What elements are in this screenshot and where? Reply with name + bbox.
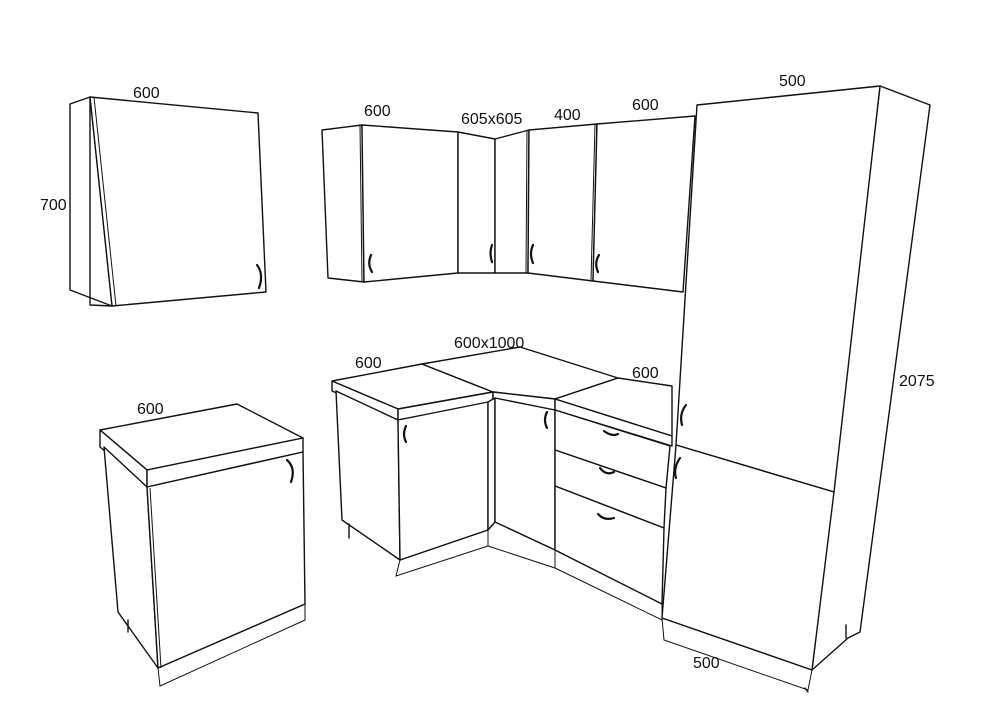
wall-cabinet-run (321, 115, 696, 293)
wall-cabinet-handle (255, 263, 263, 290)
dim-wall-single-width: 600 (133, 85, 160, 102)
dimension-labels: 600 700 600 605x605 400 600 500 2075 500… (40, 73, 935, 672)
tall-cabinet (661, 85, 931, 693)
base-cabinet-single (99, 403, 306, 687)
dim-tall-depth: 500 (693, 655, 720, 672)
dim-wall-run-left-width: 600 (364, 103, 391, 120)
dim-wall-single-height: 700 (40, 197, 67, 214)
dim-base-single-width: 600 (137, 401, 164, 418)
dim-wall-run-mid-width: 400 (554, 107, 581, 124)
base-cabinet-run (331, 346, 673, 621)
dim-tall-height: 2075 (899, 373, 935, 390)
dim-wall-run-right-width: 600 (632, 97, 659, 114)
dim-base-left-width: 600 (355, 355, 382, 372)
dim-base-corner: 600x1000 (454, 335, 524, 352)
dim-wall-corner: 605x605 (461, 111, 522, 128)
dim-base-drawer-width: 600 (632, 365, 659, 382)
wall-cabinet-single (69, 96, 267, 307)
dim-tall-width: 500 (779, 73, 806, 90)
